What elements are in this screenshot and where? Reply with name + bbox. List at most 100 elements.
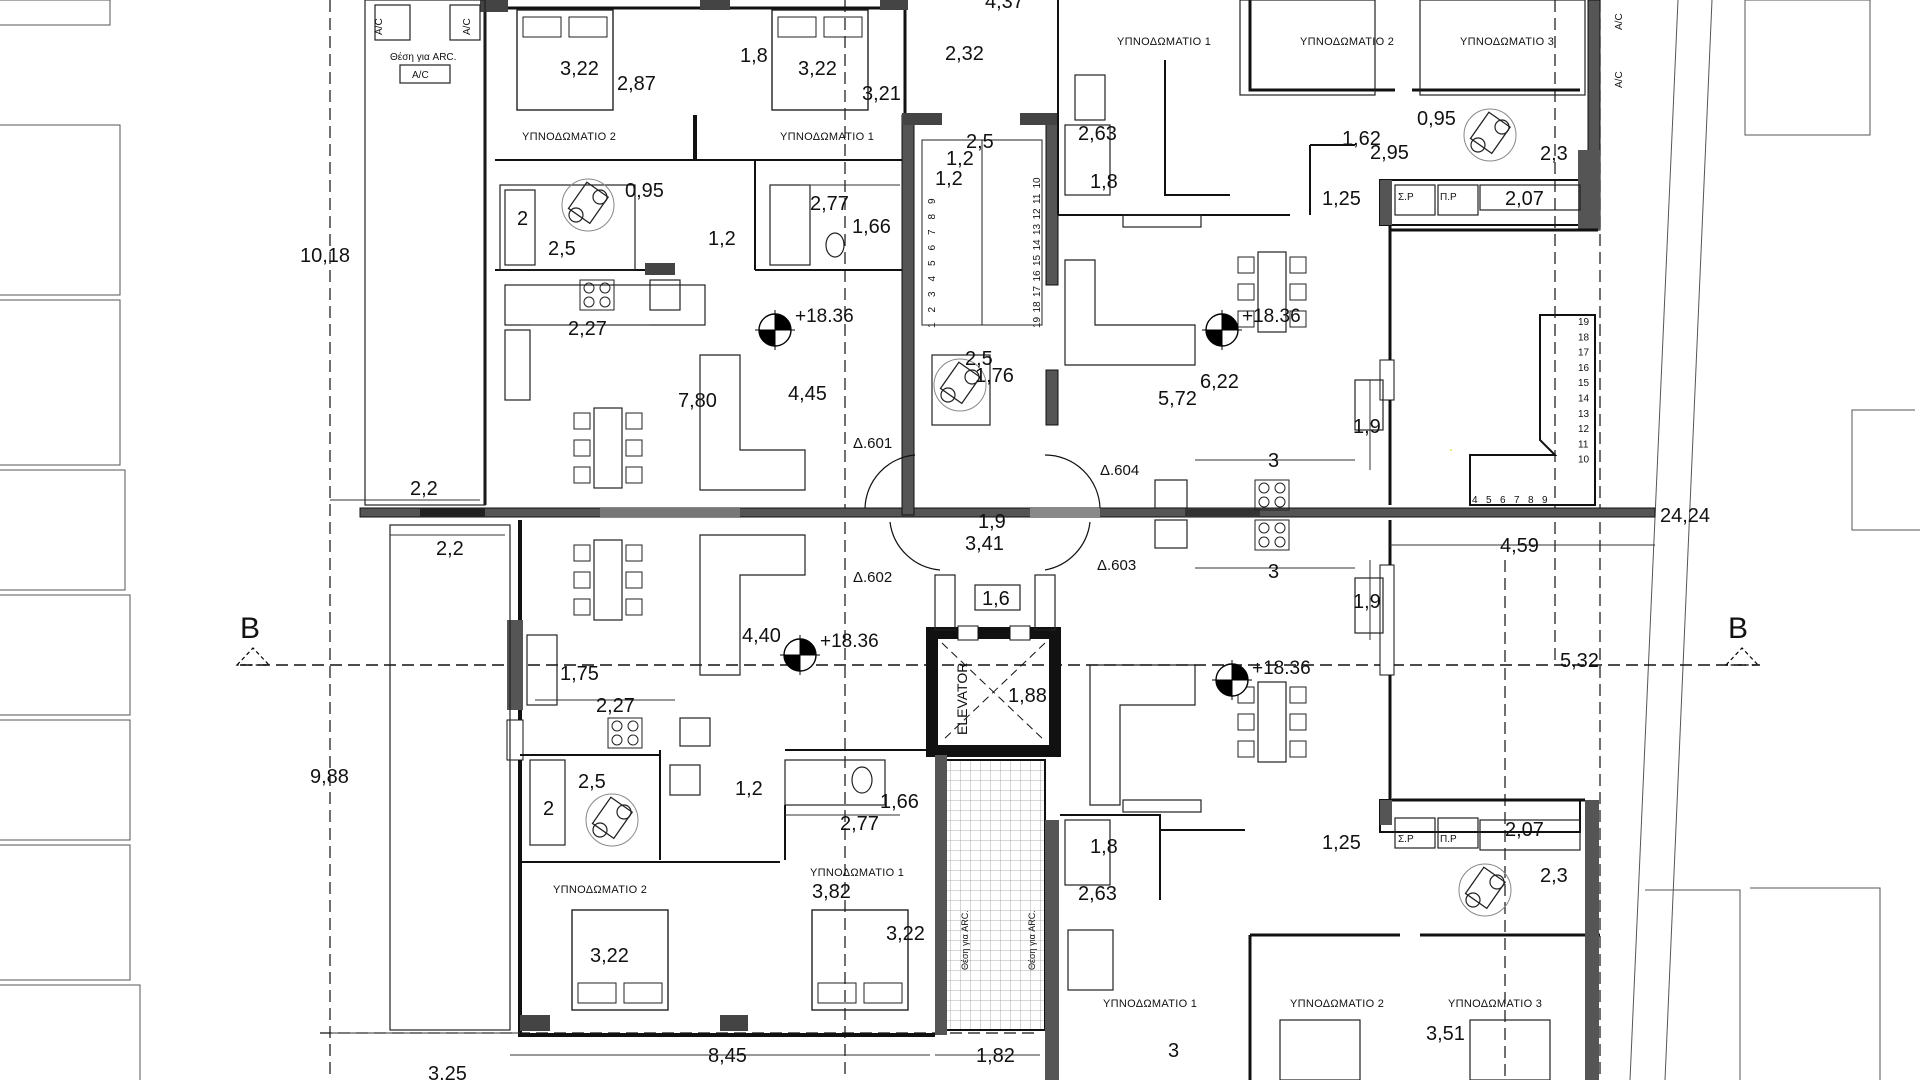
level-marks: +18.36 +18.36 +18.36 +18.36 (754, 306, 1311, 701)
room-label-nw-bedroom-2: ΥΠΝΟΔΩΜΑΤΙΟ 2 (522, 131, 616, 143)
ac-label-1: A/C (374, 18, 385, 35)
dim-3-41: 3,41 (965, 533, 1004, 555)
dim-4-37: 4,37 (985, 0, 1024, 13)
dim-3-22-sw-a: 3,22 (590, 945, 629, 967)
level-value-sw: +18.36 (820, 631, 879, 652)
stair-step-number: 5 (927, 260, 938, 266)
dim-1-25-b: 1,25 (1322, 832, 1361, 854)
dim-3-22-nw-a: 3,22 (560, 58, 599, 80)
stair-step-number: 13 (1032, 223, 1043, 235)
dim-1-66-a: 1,66 (852, 216, 891, 238)
room-label-sw-bedroom-1: ΥΠΝΟΔΩΜΑΤΙΟ 1 (810, 867, 904, 879)
dim-3-c: 3 (1168, 1040, 1179, 1062)
stair-step-number: 18 (1578, 332, 1590, 343)
dim-2-5-a: 2,5 (548, 238, 576, 260)
stair-step-number: 19 (1032, 316, 1043, 328)
stair-step-number: 15 (1578, 378, 1590, 389)
ac-label-3: A/C (412, 70, 429, 81)
stair-step-number: 10 (1578, 455, 1590, 466)
stair-step-number: 9 (927, 198, 938, 204)
dim-2-2-a: 2,2 (410, 478, 438, 500)
stair-step-number: 6 (927, 245, 938, 251)
dim-2-b: 2 (543, 798, 554, 820)
dim-1-8-a: 1,8 (740, 45, 768, 67)
dim-2-63-b: 2,63 (1078, 883, 1117, 905)
stair-step-number: 9 (1542, 495, 1548, 506)
stair-step-number: 18 (1032, 301, 1043, 313)
walls (359, 0, 1656, 1080)
balcony-labels: A/C A/C Θέση για ARC. A/C A/C A/C Θέση γ… (374, 13, 1625, 970)
dim-2-77-b: 2,77 (840, 813, 879, 835)
elevator-label: ELEVATOR (954, 663, 970, 735)
dim-5-32: 5,32 (1560, 650, 1599, 672)
stair-step-number: 14 (1578, 394, 1590, 405)
dim-8-45: 8,45 (708, 1045, 747, 1067)
dim-1-9-a: 1,9 (978, 511, 1006, 533)
dim-2-27-a: 2,27 (568, 318, 607, 340)
dim-7-80: 7,80 (678, 390, 717, 412)
dim-2-2-b: 2,2 (436, 538, 464, 560)
apartment-code-603: Δ.603 (1097, 557, 1136, 574)
dim-2-32: 2,32 (945, 43, 984, 65)
dim-2-5-b: 2,5 (966, 131, 994, 153)
stair-step-number: 11 (1032, 193, 1043, 204)
stair-step-number: 6 (1500, 495, 1506, 506)
dimension-texts: 4,37 3,22 2,87 1,8 3,22 3,21 2,32 10,18 … (300, 0, 1710, 1080)
room-label-se-bedroom-2: ΥΠΝΟΔΩΜΑΤΙΟ 2 (1290, 998, 1384, 1010)
room-labels: ΥΠΝΟΔΩΜΑΤΙΟ 2 ΥΠΝΟΔΩΜΑΤΙΟ 1 ΥΠΝΟΔΩΜΑΤΙΟ … (522, 36, 1554, 1010)
dim-3-51: 3,51 (1426, 1023, 1465, 1045)
dim-1-6: 1,6 (982, 588, 1010, 610)
dimension-lines (330, 184, 1655, 1056)
dim-10-18: 10,18 (300, 245, 350, 267)
apartment-code-602: Δ.602 (853, 569, 892, 586)
stair-step-number: 8 (1528, 495, 1534, 506)
dim-2-3-b: 2,3 (1540, 865, 1568, 887)
stair-step-number: 1 (927, 322, 938, 328)
room-label-sw-bedroom-2: ΥΠΝΟΔΩΜΑΤΙΟ 2 (553, 884, 647, 896)
dim-3-22-nw-b: 3,22 (798, 58, 837, 80)
stair-step-number: 19 (1578, 317, 1590, 328)
room-label-ne-bedroom-3: ΥΠΝΟΔΩΜΑΤΙΟ 3 (1460, 36, 1554, 48)
dim-2-87: 2,87 (617, 73, 656, 95)
room-label-ne-bedroom-2: ΥΠΝΟΔΩΜΑΤΙΟ 2 (1300, 36, 1394, 48)
stair-step-number: 8 (927, 214, 938, 220)
dim-1-8-c: 1,8 (1090, 836, 1118, 858)
dim-2-a: 2 (517, 208, 528, 230)
stair-step-number: 11 (1578, 439, 1589, 450)
dim-3-b: 3 (1268, 561, 1279, 583)
pr-label-se: Π.Ρ (1440, 834, 1457, 845)
dim-4-40: 4,40 (742, 625, 781, 647)
dim-3-25: 3,25 (428, 1063, 467, 1080)
dim-4-45: 4,45 (788, 383, 827, 405)
storage-label-ne: Σ.Ρ (1398, 192, 1414, 203)
dim-2-77-a: 2,77 (810, 193, 849, 215)
stair-step-number: 10 (1032, 177, 1043, 189)
dim-0-95-a: 0,95 (625, 180, 664, 202)
level-value-nw: +18.36 (795, 306, 854, 327)
dim-3-82: 3,82 (812, 881, 851, 903)
level-value-se: +18.36 (1252, 658, 1311, 679)
ac-label-5: A/C (1614, 71, 1625, 88)
ac-label-2: A/C (462, 18, 473, 35)
room-label-se-bedroom-3: ΥΠΝΟΔΩΜΑΤΙΟ 3 (1448, 998, 1542, 1010)
dim-1-9-b: 1,9 (1353, 416, 1381, 438)
dim-1-66-b: 1,66 (880, 791, 919, 813)
pr-label-ne: Π.Ρ (1440, 192, 1457, 203)
dim-2-27-b: 2,27 (596, 695, 635, 717)
arc-position-label: Θέση για ARC. (390, 51, 456, 63)
stair-step-number: 13 (1578, 409, 1590, 420)
dim-3-a: 3 (1268, 450, 1279, 472)
dim-1-2-d: 1,2 (735, 778, 763, 800)
stair-step-number: 4 (927, 276, 938, 282)
section-marker-left: B (240, 612, 260, 645)
stair-step-number: 16 (1578, 363, 1590, 374)
stair-step-number: 17 (1032, 285, 1043, 297)
dim-2-07-b: 2,07 (1505, 819, 1544, 841)
dim-2-5-d: 2,5 (578, 771, 606, 793)
dim-3-22-sw-b: 3,22 (886, 923, 925, 945)
stair-step-number: 7 (1514, 495, 1520, 506)
storage-label-se: Σ.Ρ (1398, 834, 1414, 845)
